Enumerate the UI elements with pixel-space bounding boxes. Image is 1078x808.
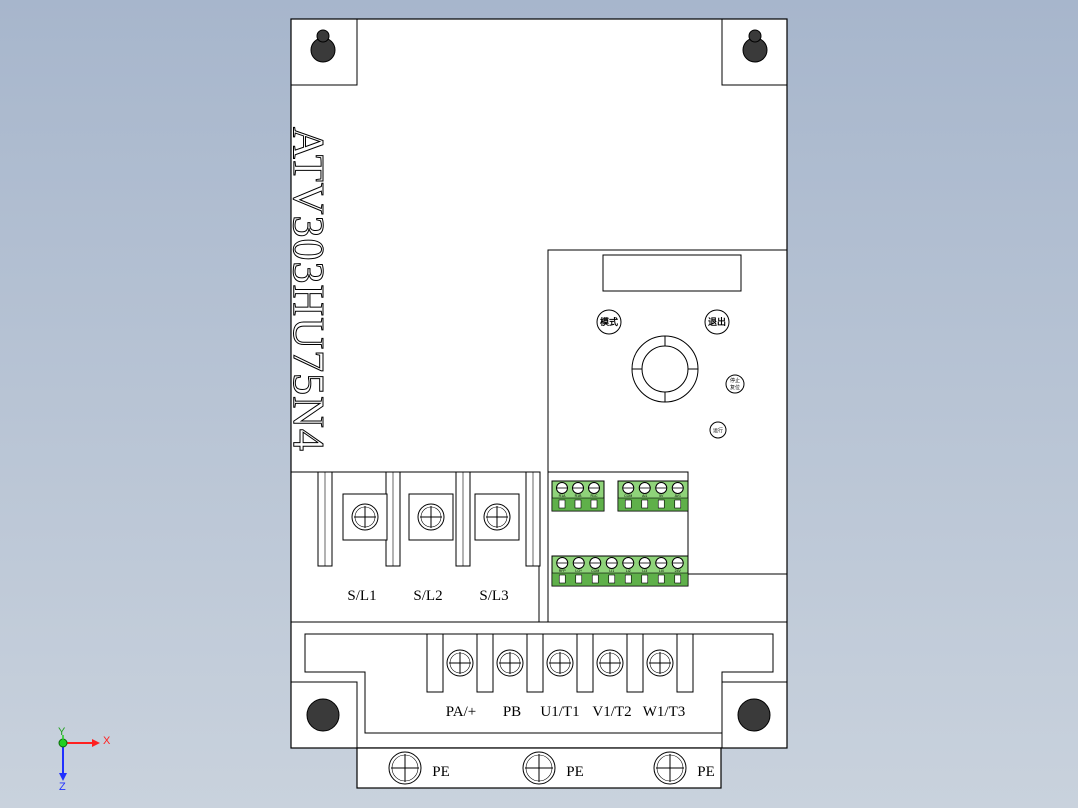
mount-box-top-right xyxy=(721,18,788,86)
terminal-label: AI1 xyxy=(642,494,647,498)
screw-icon[interactable] xyxy=(446,649,474,677)
output-terminal-barriers xyxy=(426,633,694,693)
model-label: ATV303HU75N4 xyxy=(284,127,333,452)
axis-z-label: Z xyxy=(59,781,66,793)
screw-icon[interactable] xyxy=(646,649,674,677)
terminal-label: LI2 xyxy=(626,569,631,573)
terminal-r1b[interactable]: R1B xyxy=(572,482,584,509)
terminal-li4[interactable]: LI4 xyxy=(655,557,668,584)
io-cover-outline xyxy=(548,471,787,575)
output-terminal-label: U1/T1 xyxy=(540,704,579,720)
terminal-lo[interactable]: LO+ xyxy=(572,557,585,584)
output-terminal-label: V1/T2 xyxy=(592,704,631,720)
terminal-label: R1A xyxy=(559,494,566,498)
input-terminal-label: S/L1 xyxy=(347,588,376,604)
terminal-5v[interactable]: 5V xyxy=(655,482,668,509)
mode-button[interactable]: 模式 xyxy=(596,309,622,335)
terminal-label: LI3 xyxy=(642,569,647,573)
output-terminal-label: PA/+ xyxy=(446,704,476,720)
screw-icon[interactable] xyxy=(546,649,574,677)
output-terminal[interactable]: V1/T2 xyxy=(592,649,632,720)
axis-y-label: Y xyxy=(58,726,66,738)
output-terminal[interactable]: U1/T1 xyxy=(540,649,580,720)
mount-box-bottom-right xyxy=(721,681,788,749)
jog-dial[interactable] xyxy=(631,335,699,403)
axis-x-label: X xyxy=(103,735,111,747)
terminal-label: 24V xyxy=(675,569,682,573)
output-terminal[interactable]: W1/T3 xyxy=(643,649,686,720)
ground-terminal-label: PE xyxy=(566,764,584,780)
terminal-rfp[interactable]: RFP xyxy=(556,557,569,584)
terminal-label: LI4 xyxy=(659,569,664,573)
terminal-label: LI1 xyxy=(609,569,614,573)
screw-icon[interactable] xyxy=(483,503,511,531)
terminal-label: R1B xyxy=(575,494,582,498)
exit-button-label: 退出 xyxy=(708,316,726,328)
terminal-label: RFP xyxy=(559,569,567,573)
display-window xyxy=(602,254,742,292)
stop-reset-button[interactable]: 停止 复位 xyxy=(725,374,745,394)
ground-screw-icon[interactable] xyxy=(653,751,687,785)
ground-terminal-label: PE xyxy=(697,764,715,780)
screw-icon[interactable] xyxy=(351,503,379,531)
screw-icon[interactable] xyxy=(496,649,524,677)
terminal-label: AV1 xyxy=(675,494,681,498)
terminal-label: COM xyxy=(624,494,632,498)
ground-terminal[interactable]: PE xyxy=(653,751,715,785)
run-button[interactable]: 运行 xyxy=(709,421,727,439)
relay-terminal-block-a: R1A R1B R1C xyxy=(551,480,605,512)
output-terminals: PA/+ PB U1/T1 V1/T2 W1/T3 xyxy=(446,649,686,720)
exit-button[interactable]: 退出 xyxy=(704,309,730,335)
terminal-label: COM xyxy=(591,569,599,573)
ground-terminal[interactable]: PE xyxy=(388,751,450,785)
input-terminal[interactable]: S/L1 xyxy=(342,493,388,604)
drive-body xyxy=(290,18,788,749)
screw-icon[interactable] xyxy=(596,649,624,677)
terminal-r1a[interactable]: R1A xyxy=(556,482,568,509)
ground-screw-icon[interactable] xyxy=(388,751,422,785)
relay-terminal-block-b: COM AI1 5V AV1 xyxy=(617,480,689,512)
reset-label: 复位 xyxy=(730,384,740,391)
terminal-24v[interactable]: 24V xyxy=(671,557,684,584)
input-terminals: S/L1 S/L2 S/L3 xyxy=(342,493,520,604)
io-terminal-block: RFP LO+ COM LI1 LI2 LI3 LI4 24V xyxy=(551,555,689,587)
output-terminal[interactable]: PA/+ xyxy=(446,649,476,720)
mode-button-label: 模式 xyxy=(600,316,618,328)
mount-box-bottom-left xyxy=(290,681,358,749)
output-terminal[interactable]: PB xyxy=(496,649,524,720)
ground-terminal[interactable]: PE xyxy=(522,751,584,785)
terminal-li3[interactable]: LI3 xyxy=(638,557,651,584)
keyhole-slot-left-icon xyxy=(310,29,336,63)
keyhole-slot-right-icon xyxy=(742,29,768,63)
ground-terminal-label: PE xyxy=(432,764,450,780)
terminal-av1[interactable]: AV1 xyxy=(671,482,684,509)
input-terminal-barriers xyxy=(317,471,541,567)
mount-hole-bottom-left-icon xyxy=(306,698,340,732)
terminal-com[interactable]: COM xyxy=(622,482,635,509)
terminal-ai1[interactable]: AI1 xyxy=(638,482,651,509)
ground-terminals: PE PE PE xyxy=(388,751,715,785)
terminal-r1c[interactable]: R1C xyxy=(588,482,600,509)
terminal-label: LO+ xyxy=(575,569,582,573)
output-terminal-label: W1/T3 xyxy=(643,704,686,720)
terminal-label: R1C xyxy=(590,494,597,498)
stop-label: 停止 xyxy=(730,377,740,384)
input-terminal[interactable]: S/L3 xyxy=(474,493,520,604)
run-label: 运行 xyxy=(713,427,723,434)
ground-screw-icon[interactable] xyxy=(522,751,556,785)
terminal-label: 5V xyxy=(659,494,664,498)
output-terminal-label: PB xyxy=(503,704,521,720)
axis-triad: X Y Z xyxy=(58,726,111,793)
input-terminal-label: S/L3 xyxy=(479,588,508,604)
terminal-li2[interactable]: LI2 xyxy=(622,557,635,584)
mount-box-top-left xyxy=(290,18,358,86)
input-terminal[interactable]: S/L2 xyxy=(408,493,454,604)
input-terminal-label: S/L2 xyxy=(413,588,442,604)
terminal-li1[interactable]: LI1 xyxy=(605,557,618,584)
mount-hole-bottom-right-icon xyxy=(737,698,771,732)
screw-icon[interactable] xyxy=(417,503,445,531)
terminal-com[interactable]: COM xyxy=(589,557,602,584)
